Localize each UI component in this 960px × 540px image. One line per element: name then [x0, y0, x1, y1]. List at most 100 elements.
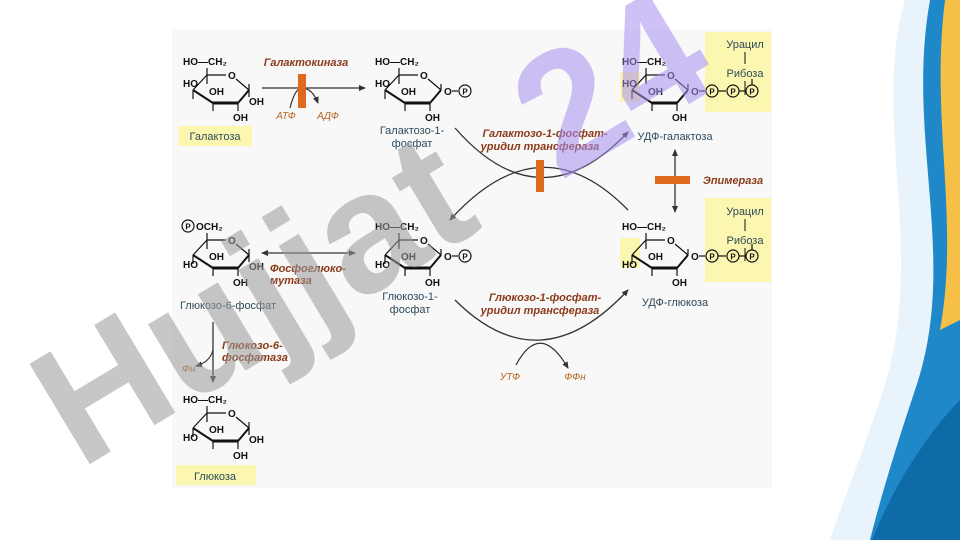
atom-label: OH — [209, 87, 224, 98]
bond — [235, 416, 250, 429]
enzyme-galactokinase: Галактокиназа — [264, 57, 349, 69]
enzyme-bar — [298, 74, 306, 108]
enzyme-glc-transferase-2: уридил трансфераза — [480, 305, 600, 317]
enzyme-g6pase-1: Глюкозо-6- — [222, 340, 283, 352]
enzyme-g6pase-2: фосфатаза — [222, 352, 288, 364]
cofactor-ppi: ФФн — [564, 372, 586, 383]
label-gal1p-line2: фосфат — [392, 138, 433, 150]
atom-label: HO — [375, 79, 390, 90]
cofactor-adp: АДФ — [316, 111, 339, 122]
bond — [384, 74, 400, 91]
bond — [192, 74, 208, 91]
phosphate-label: P — [730, 88, 736, 97]
atom-label: HO — [183, 79, 198, 90]
ch2-label: HO—CH₂ — [183, 57, 227, 68]
bond — [676, 89, 689, 104]
atom-label: OH — [249, 435, 264, 446]
highlights — [176, 32, 771, 485]
atom-label: HO — [622, 79, 637, 90]
cofactor-arrow — [195, 349, 214, 368]
atom-label: HO — [622, 260, 637, 271]
enzyme-bar — [536, 160, 544, 192]
ch2-label: HO—CH₂ — [375, 57, 419, 68]
bond — [631, 89, 653, 104]
bond — [429, 254, 442, 269]
diagram-panel — [172, 30, 772, 488]
bond — [384, 89, 406, 104]
enzyme-pgm-1: Фосфоглюко- — [270, 263, 346, 275]
phosphate-label: P — [749, 253, 755, 262]
phosphate-label: P — [709, 253, 715, 262]
bond — [427, 78, 442, 91]
atom-label: OH — [209, 252, 224, 263]
bond — [235, 243, 250, 256]
bond — [192, 254, 214, 269]
enzyme-epimerase: Эпимераза — [703, 175, 763, 187]
label-ribose-1: Рибоза — [727, 68, 765, 80]
enzyme-glc-transferase-1: Глюкозо-1-фосфат- — [489, 292, 602, 304]
label-ribose-2: Рибоза — [727, 235, 765, 247]
bond — [192, 239, 208, 256]
bond — [237, 427, 250, 442]
ch2-label: HO—CH₂ — [183, 395, 227, 406]
atom-label: OH — [233, 278, 248, 289]
cofactor-pi: Фн — [182, 364, 196, 375]
bond — [237, 89, 250, 104]
ring-oxygen: O — [228, 236, 236, 247]
atom-label: OH — [648, 252, 663, 263]
bond — [674, 243, 689, 256]
atom-label: OH — [401, 252, 416, 263]
atom-label: OH — [425, 113, 440, 124]
cofactor-atp: АТФ — [275, 111, 295, 122]
bond — [235, 78, 250, 91]
label-glc1p-line2: фосфат — [390, 304, 431, 316]
atom-label: HO — [183, 433, 198, 444]
atom-label: OH — [249, 262, 264, 273]
phosphate-label: P — [709, 88, 715, 97]
ring-oxygen: O — [667, 236, 675, 247]
ring-oxygen: O — [420, 236, 428, 247]
phosphate-icon — [181, 219, 195, 233]
ring-oxygen: O — [444, 87, 452, 98]
ch2-label: HO—CH₂ — [622, 57, 666, 68]
phosphate-icon — [458, 84, 472, 98]
ring-oxygen: O — [420, 71, 428, 82]
atom-label: HO — [375, 260, 390, 271]
ch2-label: HO—CH₂ — [622, 222, 666, 233]
phosphate-label: P — [462, 253, 468, 262]
bond — [631, 254, 653, 269]
ring-oxygen: O — [691, 87, 699, 98]
atom-label: OH — [249, 97, 264, 108]
ring-oxygen: O — [444, 252, 452, 263]
bond — [631, 74, 647, 91]
bond — [384, 239, 400, 256]
slide-decoration — [830, 0, 960, 540]
bond — [429, 89, 442, 104]
bond — [237, 254, 250, 269]
phosphate-label: P — [749, 88, 755, 97]
bond — [674, 78, 689, 91]
label-uracil-2: Урацил — [726, 206, 764, 218]
label-galactose: Галактоза — [190, 131, 242, 143]
atom-label: OH — [233, 113, 248, 124]
atom-label: OH — [209, 425, 224, 436]
arrow-glc-transferase — [454, 289, 629, 341]
ring-oxygen: O — [691, 252, 699, 263]
label-glc6p: Глюкозо-6-фосфат — [180, 300, 276, 312]
bond — [676, 254, 689, 269]
bond — [192, 412, 208, 429]
bond — [427, 243, 442, 256]
ring-oxygen: O — [667, 71, 675, 82]
ring-oxygen: O — [228, 71, 236, 82]
label-gal1p-line1: Галактозо-1- — [380, 125, 445, 137]
label-uracil-1: Урацил — [726, 39, 764, 51]
enzyme-gal-transferase-2: уридил трансфераза — [480, 141, 600, 153]
label-udp-galactose: УДФ-галактоза — [637, 131, 713, 143]
